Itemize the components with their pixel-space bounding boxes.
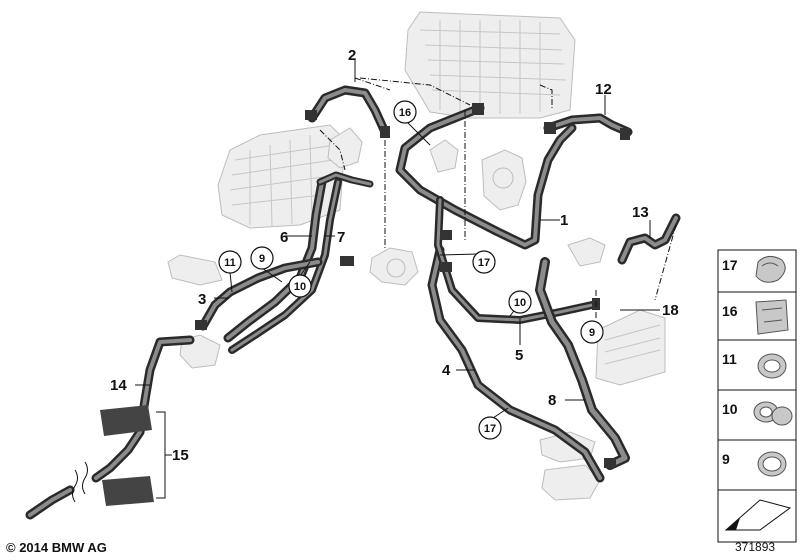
hose-stub-left[interactable] [25,485,75,520]
circled-9-right: 9 [580,320,604,344]
clip-bracket-15 [100,405,154,506]
legend-item-11: 11 [722,351,787,379]
circled-17-lower: 17 [478,416,502,440]
circled-callouts: 16 11 9 10 17 10 9 17 [218,100,604,440]
circled-9-left: 9 [250,246,274,270]
callout-5: 5 [515,347,523,364]
svg-text:11: 11 [224,257,236,269]
intake-manifold-ghost [404,11,576,119]
callout-18: 18 [662,302,679,319]
oil-cooler-ghost [595,309,666,386]
svg-text:11: 11 [722,351,737,367]
legend-item-9: 9 [722,451,787,477]
callout-6: 6 [280,229,288,246]
circled-11: 11 [218,250,242,274]
callout-3: 3 [198,291,206,308]
hose-3[interactable] [198,257,323,331]
legend-item-10: 10 [722,401,793,426]
svg-text:16: 16 [722,303,738,319]
callout-12: 12 [595,81,612,98]
electric-pump-ghost [369,247,419,286]
assembly-lines [319,77,677,320]
copyright-text: © 2014 BMW AG [6,540,107,555]
hose-4[interactable] [427,245,605,483]
coolant-pump-ghost [481,149,527,211]
parts-legend: 17 16 11 10 9 [717,249,797,543]
legend-arrow-icon [724,499,792,531]
pump-center-ghost [429,139,459,173]
callout-8: 8 [548,392,556,409]
callout-labels: 2 12 13 1 6 7 3 14 15 4 5 8 18 [110,47,679,464]
svg-text:10: 10 [722,401,738,417]
circled-17-upper: 17 [472,250,496,274]
thermostat-ghost [327,127,363,169]
circled-10-left: 10 [288,274,312,298]
callout-14: 14 [110,377,127,394]
callout-1: 1 [560,212,568,229]
callout-2: 2 [348,47,356,64]
svg-text:17: 17 [478,257,490,269]
image-number: 371893 [735,540,776,554]
legend-item-17: 17 [722,256,786,283]
svg-text:17: 17 [484,423,496,435]
bracket-upper-right-ghost [567,237,606,267]
circled-10-mid: 10 [508,290,532,314]
svg-text:9: 9 [722,451,730,467]
svg-text:17: 17 [722,257,738,273]
legend-item-16: 16 [722,299,789,335]
callout-7: 7 [337,229,345,246]
callout-15: 15 [172,447,189,464]
svg-text:10: 10 [294,281,306,293]
svg-text:16: 16 [399,107,411,119]
hose-12[interactable] [543,113,633,137]
hose-8[interactable] [535,257,630,470]
hose-2[interactable] [307,85,390,137]
svg-text:9: 9 [589,327,595,339]
break-mark [72,461,88,503]
svg-text:9: 9 [259,253,265,265]
hose-13[interactable] [617,213,681,265]
hose-5[interactable] [434,196,596,324]
circled-16: 16 [393,100,417,124]
callout-4: 4 [442,362,451,379]
callout-13: 13 [632,204,649,221]
svg-text:10: 10 [514,297,526,309]
hose-1[interactable] [395,103,577,250]
